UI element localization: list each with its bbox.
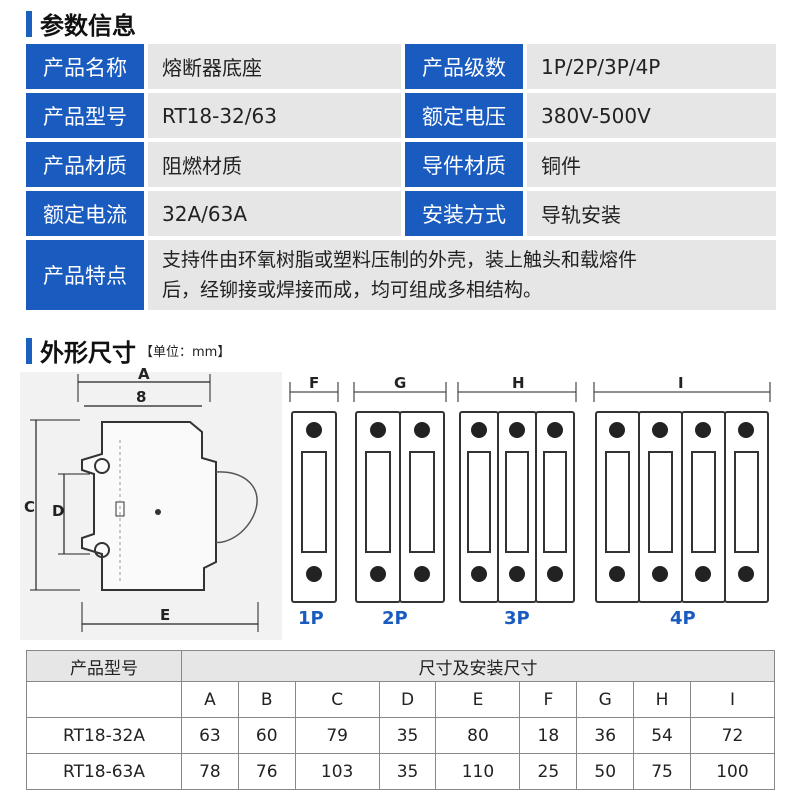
cell: 63 (181, 717, 239, 754)
cell: 76 (237, 753, 296, 790)
features-line-2: 后，经铆接或焊接而成，均可组成多相结构。 (162, 279, 543, 301)
dim-label-d: D (52, 502, 64, 520)
param-label: 产品型号 (26, 93, 144, 138)
module-label-4p: 4P (670, 608, 696, 629)
module-2p: G 2P (353, 374, 447, 629)
cell: 25 (519, 753, 578, 790)
param-label: 产品名称 (26, 44, 144, 89)
param-row: 产品名称 熔断器底座 产品级数 1P/2P/3P/4P (26, 44, 776, 89)
param-value: 导轨安装 (527, 191, 776, 236)
row-model: RT18-63A (26, 753, 182, 790)
table-header-row: 产品型号 尺寸及安装尺寸 (26, 650, 775, 682)
param-row-features: 产品特点 支持件由环氧树脂或塑料压制的外壳，装上触头和载熔件 后，经铆接或焊接而… (26, 240, 776, 310)
cell: 75 (633, 753, 691, 790)
column-header: B (237, 681, 296, 718)
dim-label-c: C (24, 498, 35, 516)
param-row: 产品型号 RT18-32/63 额定电压 380V-500V (26, 93, 776, 138)
param-row: 产品材质 阻燃材质 导件材质 铜件 (26, 142, 776, 187)
param-row: 额定电流 32A/63A 安装方式 导轨安装 (26, 191, 776, 236)
cell: 18 (519, 717, 578, 754)
dim-label-e: E (160, 606, 170, 624)
cell: 54 (633, 717, 691, 754)
column-header: I (689, 681, 776, 718)
cell: 72 (689, 717, 776, 754)
header-blank (26, 681, 182, 718)
section-title-text: 参数信息 (40, 12, 136, 40)
module-label-2p: 2P (382, 608, 408, 629)
cell: 80 (435, 717, 521, 754)
dimensions-table: 产品型号 尺寸及安装尺寸 A B C D E F G H I RT18-32A … (26, 650, 776, 790)
section-title-params: 参数信息 (26, 6, 136, 41)
column-header: F (519, 681, 578, 718)
cell: 103 (294, 753, 380, 790)
module-label-1p: 1P (298, 608, 324, 629)
param-table: 产品名称 熔断器底座 产品级数 1P/2P/3P/4P 产品型号 RT18-32… (26, 44, 776, 314)
cell: 36 (576, 717, 635, 754)
header-model: 产品型号 (26, 650, 182, 682)
cell: 60 (237, 717, 296, 754)
param-value: 铜件 (527, 142, 776, 187)
param-label: 安装方式 (405, 191, 523, 236)
dim-label-i: I (678, 374, 684, 392)
cell: 110 (435, 753, 521, 790)
dimension-drawing: A 8 C D E F 1P (20, 365, 771, 640)
module-1p: F 1P (289, 374, 339, 629)
param-value-features: 支持件由环氧树脂或塑料压制的外壳，装上触头和载熔件 后，经铆接或焊接而成，均可组… (148, 240, 776, 310)
param-value: RT18-32/63 (148, 93, 401, 138)
param-label: 额定电流 (26, 191, 144, 236)
unit-note: 【单位：mm】 (140, 345, 231, 360)
dim-label-a: A (138, 365, 150, 383)
param-label: 导件材质 (405, 142, 523, 187)
column-header: H (633, 681, 691, 718)
module-4p: I 4P (593, 374, 771, 629)
cell: 35 (378, 717, 437, 754)
row-model: RT18-32A (26, 717, 182, 754)
param-value: 32A/63A (148, 191, 401, 236)
features-line-1: 支持件由环氧树脂或塑料压制的外壳，装上触头和载熔件 (162, 249, 638, 271)
param-value: 1P/2P/3P/4P (527, 44, 776, 89)
table-row: RT18-63A 78 76 103 35 110 25 50 75 100 (26, 753, 776, 790)
param-label: 额定电压 (405, 93, 523, 138)
module-label-3p: 3P (504, 608, 530, 629)
dim-label-h: H (512, 374, 525, 392)
table-column-row: A B C D E F G H I (26, 681, 776, 718)
param-label: 产品材质 (26, 142, 144, 187)
column-header: E (435, 681, 521, 718)
column-header: C (294, 681, 380, 718)
cell: 78 (181, 753, 239, 790)
dim-label-f: F (309, 374, 319, 392)
section-title-text: 外形尺寸 (40, 339, 136, 367)
column-header: G (576, 681, 635, 718)
param-label: 产品级数 (405, 44, 523, 89)
module-3p: H 3P (457, 374, 577, 629)
cell: 100 (689, 753, 776, 790)
cell: 35 (378, 753, 437, 790)
param-value: 阻燃材质 (148, 142, 401, 187)
dim-label-g: G (394, 374, 406, 392)
cell: 79 (294, 717, 380, 754)
param-value: 熔断器底座 (148, 44, 401, 89)
section-title-dimensions: 外形尺寸 【单位：mm】 (26, 333, 230, 368)
param-value: 380V-500V (527, 93, 776, 138)
side-view: A 8 C D E (20, 365, 282, 640)
title-bar-accent (26, 337, 32, 364)
title-bar-accent (26, 10, 32, 37)
param-label: 产品特点 (26, 240, 144, 310)
cell: 50 (576, 753, 635, 790)
column-header: A (181, 681, 239, 718)
column-header: D (378, 681, 437, 718)
dim-label-b: 8 (136, 388, 146, 406)
header-group: 尺寸及安装尺寸 (181, 650, 775, 682)
table-row: RT18-32A 63 60 79 35 80 18 36 54 72 (26, 717, 776, 754)
